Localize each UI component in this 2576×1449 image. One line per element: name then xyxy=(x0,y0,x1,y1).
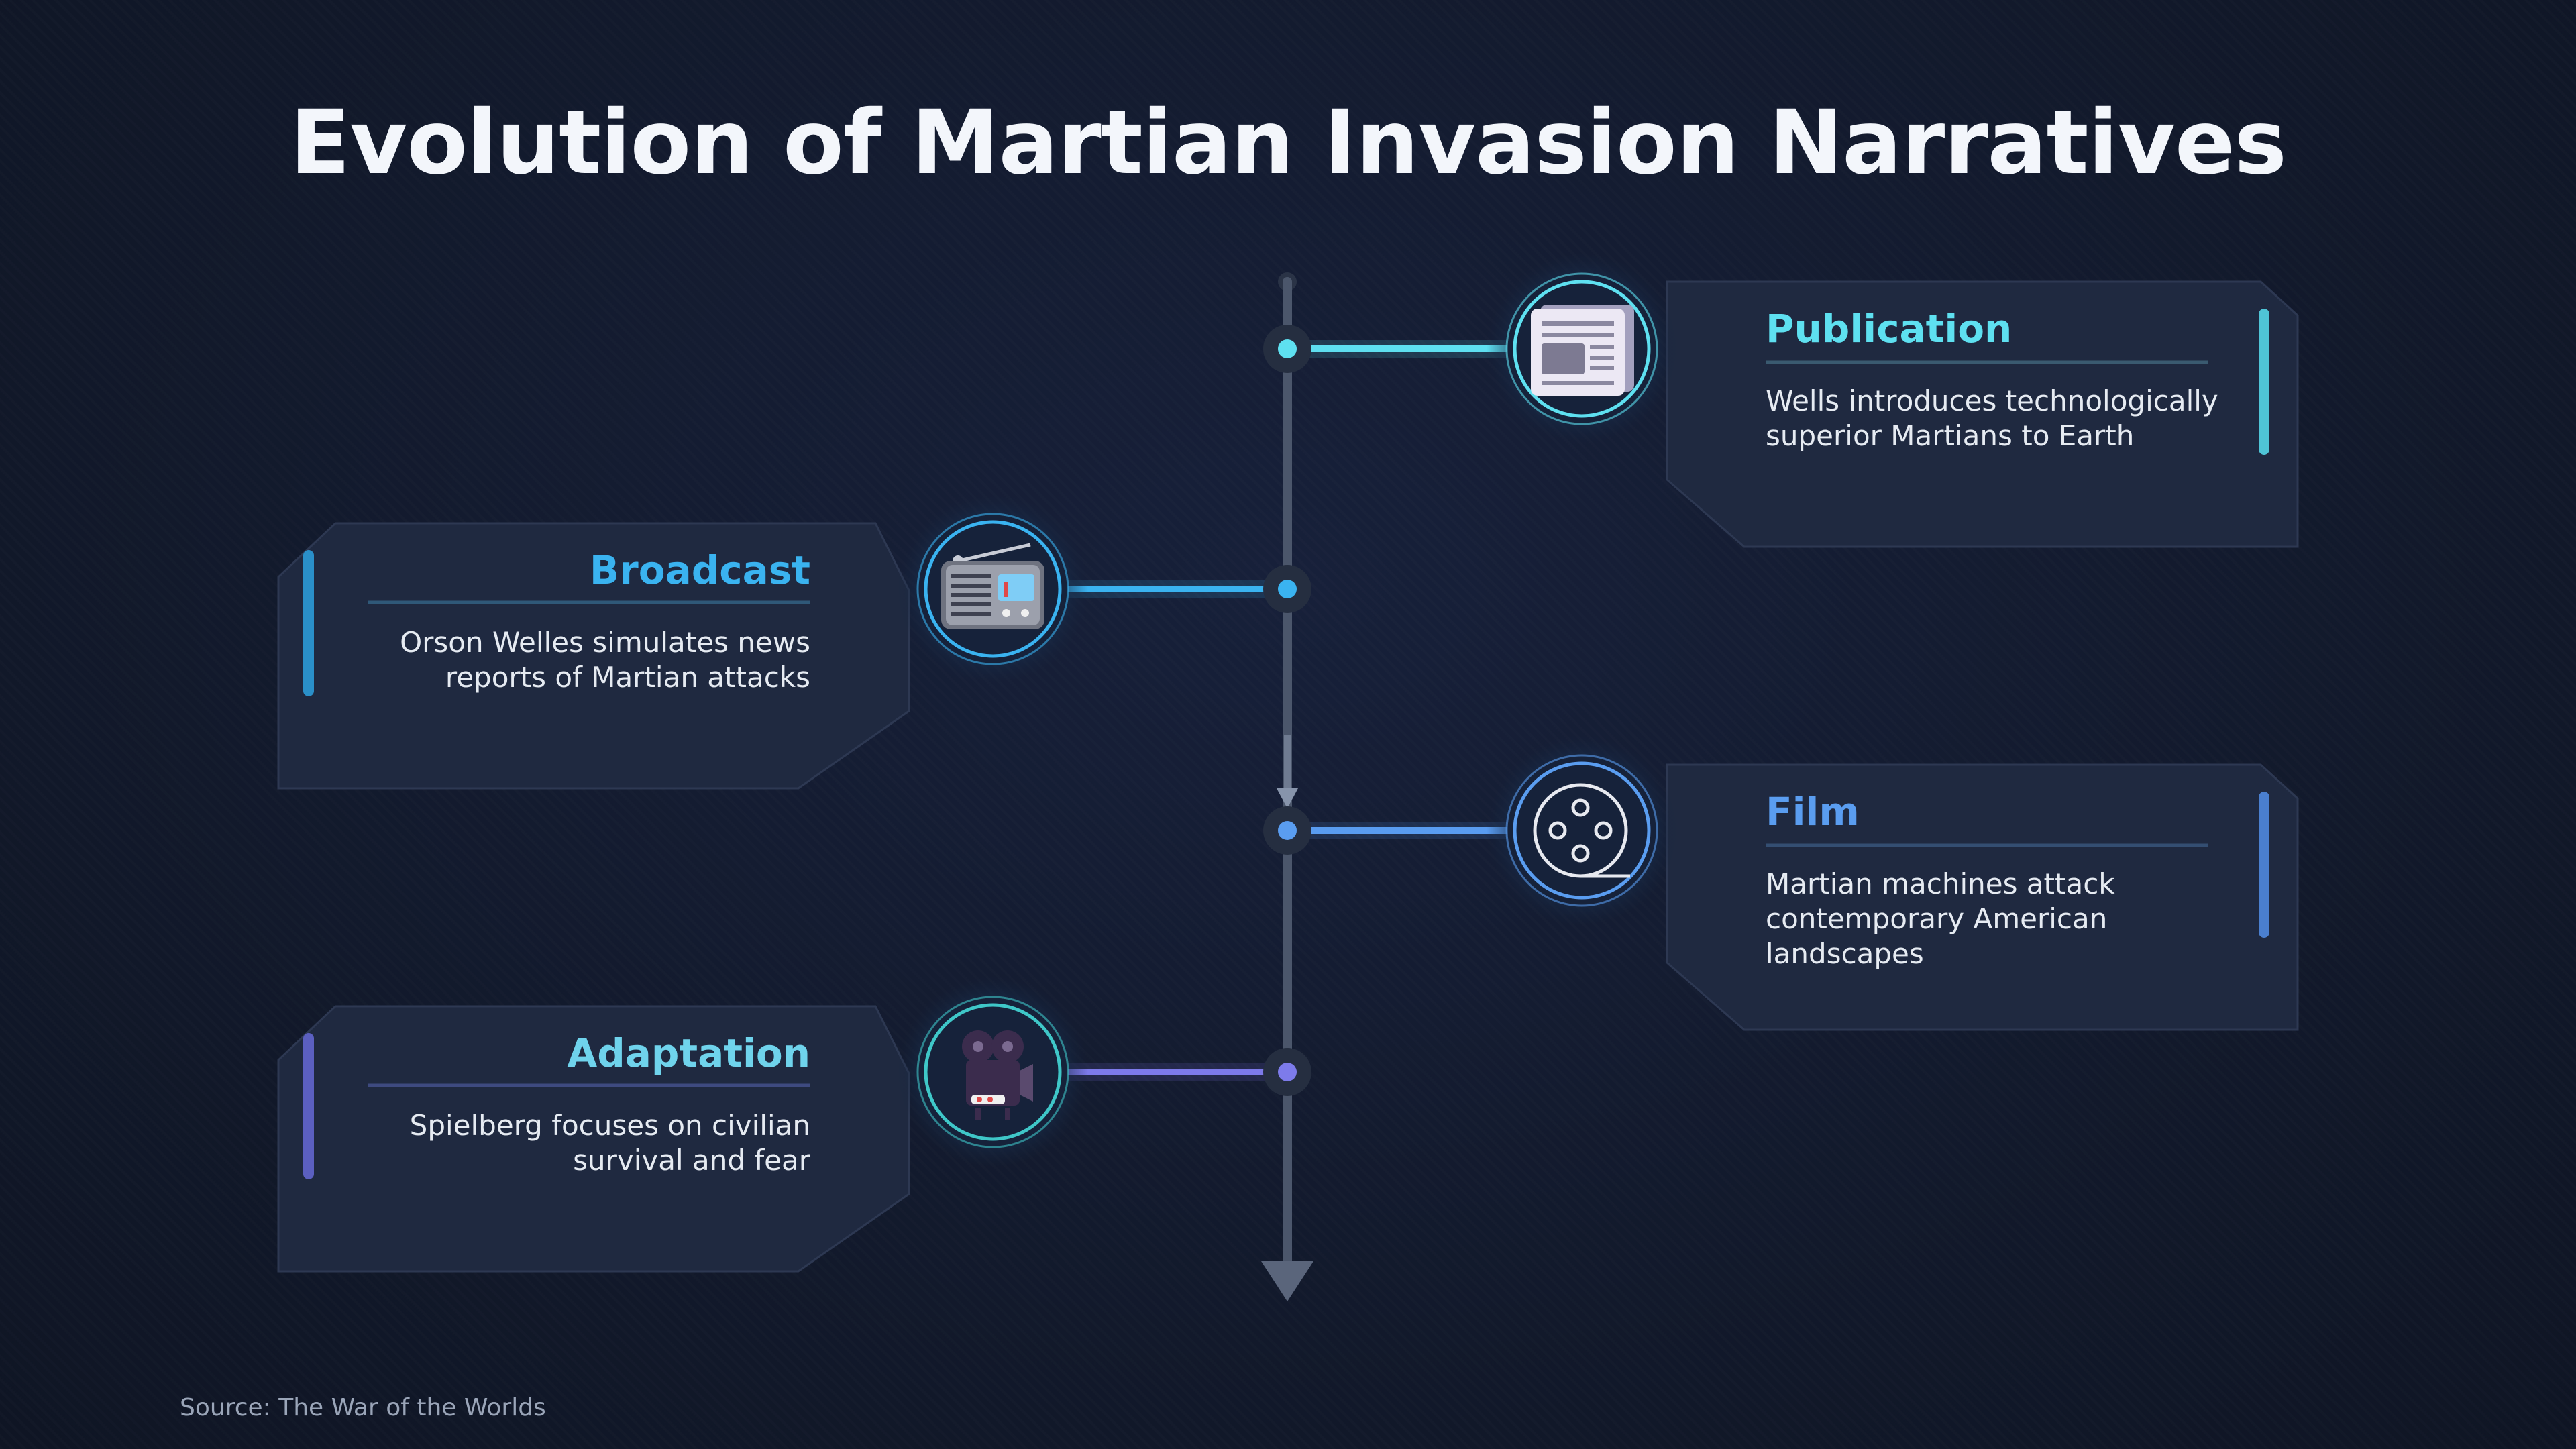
source-note: Source: The War of the Worlds xyxy=(180,1394,546,1421)
film-description: Martian machines attack contemporary Ame… xyxy=(1766,867,2115,970)
event-adaptation xyxy=(277,977,1311,1273)
movie-camera-icon xyxy=(962,1030,1033,1120)
event-publication xyxy=(1263,254,2299,548)
publication-card xyxy=(1666,280,2299,548)
timeline-axis xyxy=(1261,272,1313,1301)
film-title: Film xyxy=(1766,789,1860,835)
broadcast-title: Broadcast xyxy=(589,547,810,593)
publication-accent-bar xyxy=(2259,309,2269,455)
newspaper-icon xyxy=(1531,305,1634,396)
timeline-arrow-head xyxy=(1261,1261,1313,1301)
event-broadcast xyxy=(277,494,1311,790)
film-accent-bar xyxy=(2259,792,2269,938)
broadcast-description: Orson Welles simulates news reports of M… xyxy=(400,626,810,694)
film-reel-icon xyxy=(1533,783,1630,878)
radio-icon xyxy=(941,543,1044,629)
adaptation-title: Adaptation xyxy=(567,1030,810,1076)
broadcast-card xyxy=(277,522,910,790)
publication-title: Publication xyxy=(1766,306,2012,352)
film-card xyxy=(1666,763,2299,1031)
page-title: Evolution of Martian Invasion Narratives xyxy=(290,91,2287,195)
adaptation-description: Spielberg focuses on civilian survival a… xyxy=(409,1109,810,1177)
adaptation-card xyxy=(277,1005,910,1273)
broadcast-accent-bar xyxy=(303,550,314,696)
adaptation-accent-bar xyxy=(303,1033,314,1179)
event-film xyxy=(1263,735,2299,1031)
publication-description: Wells introduces technologically superio… xyxy=(1766,384,2218,452)
